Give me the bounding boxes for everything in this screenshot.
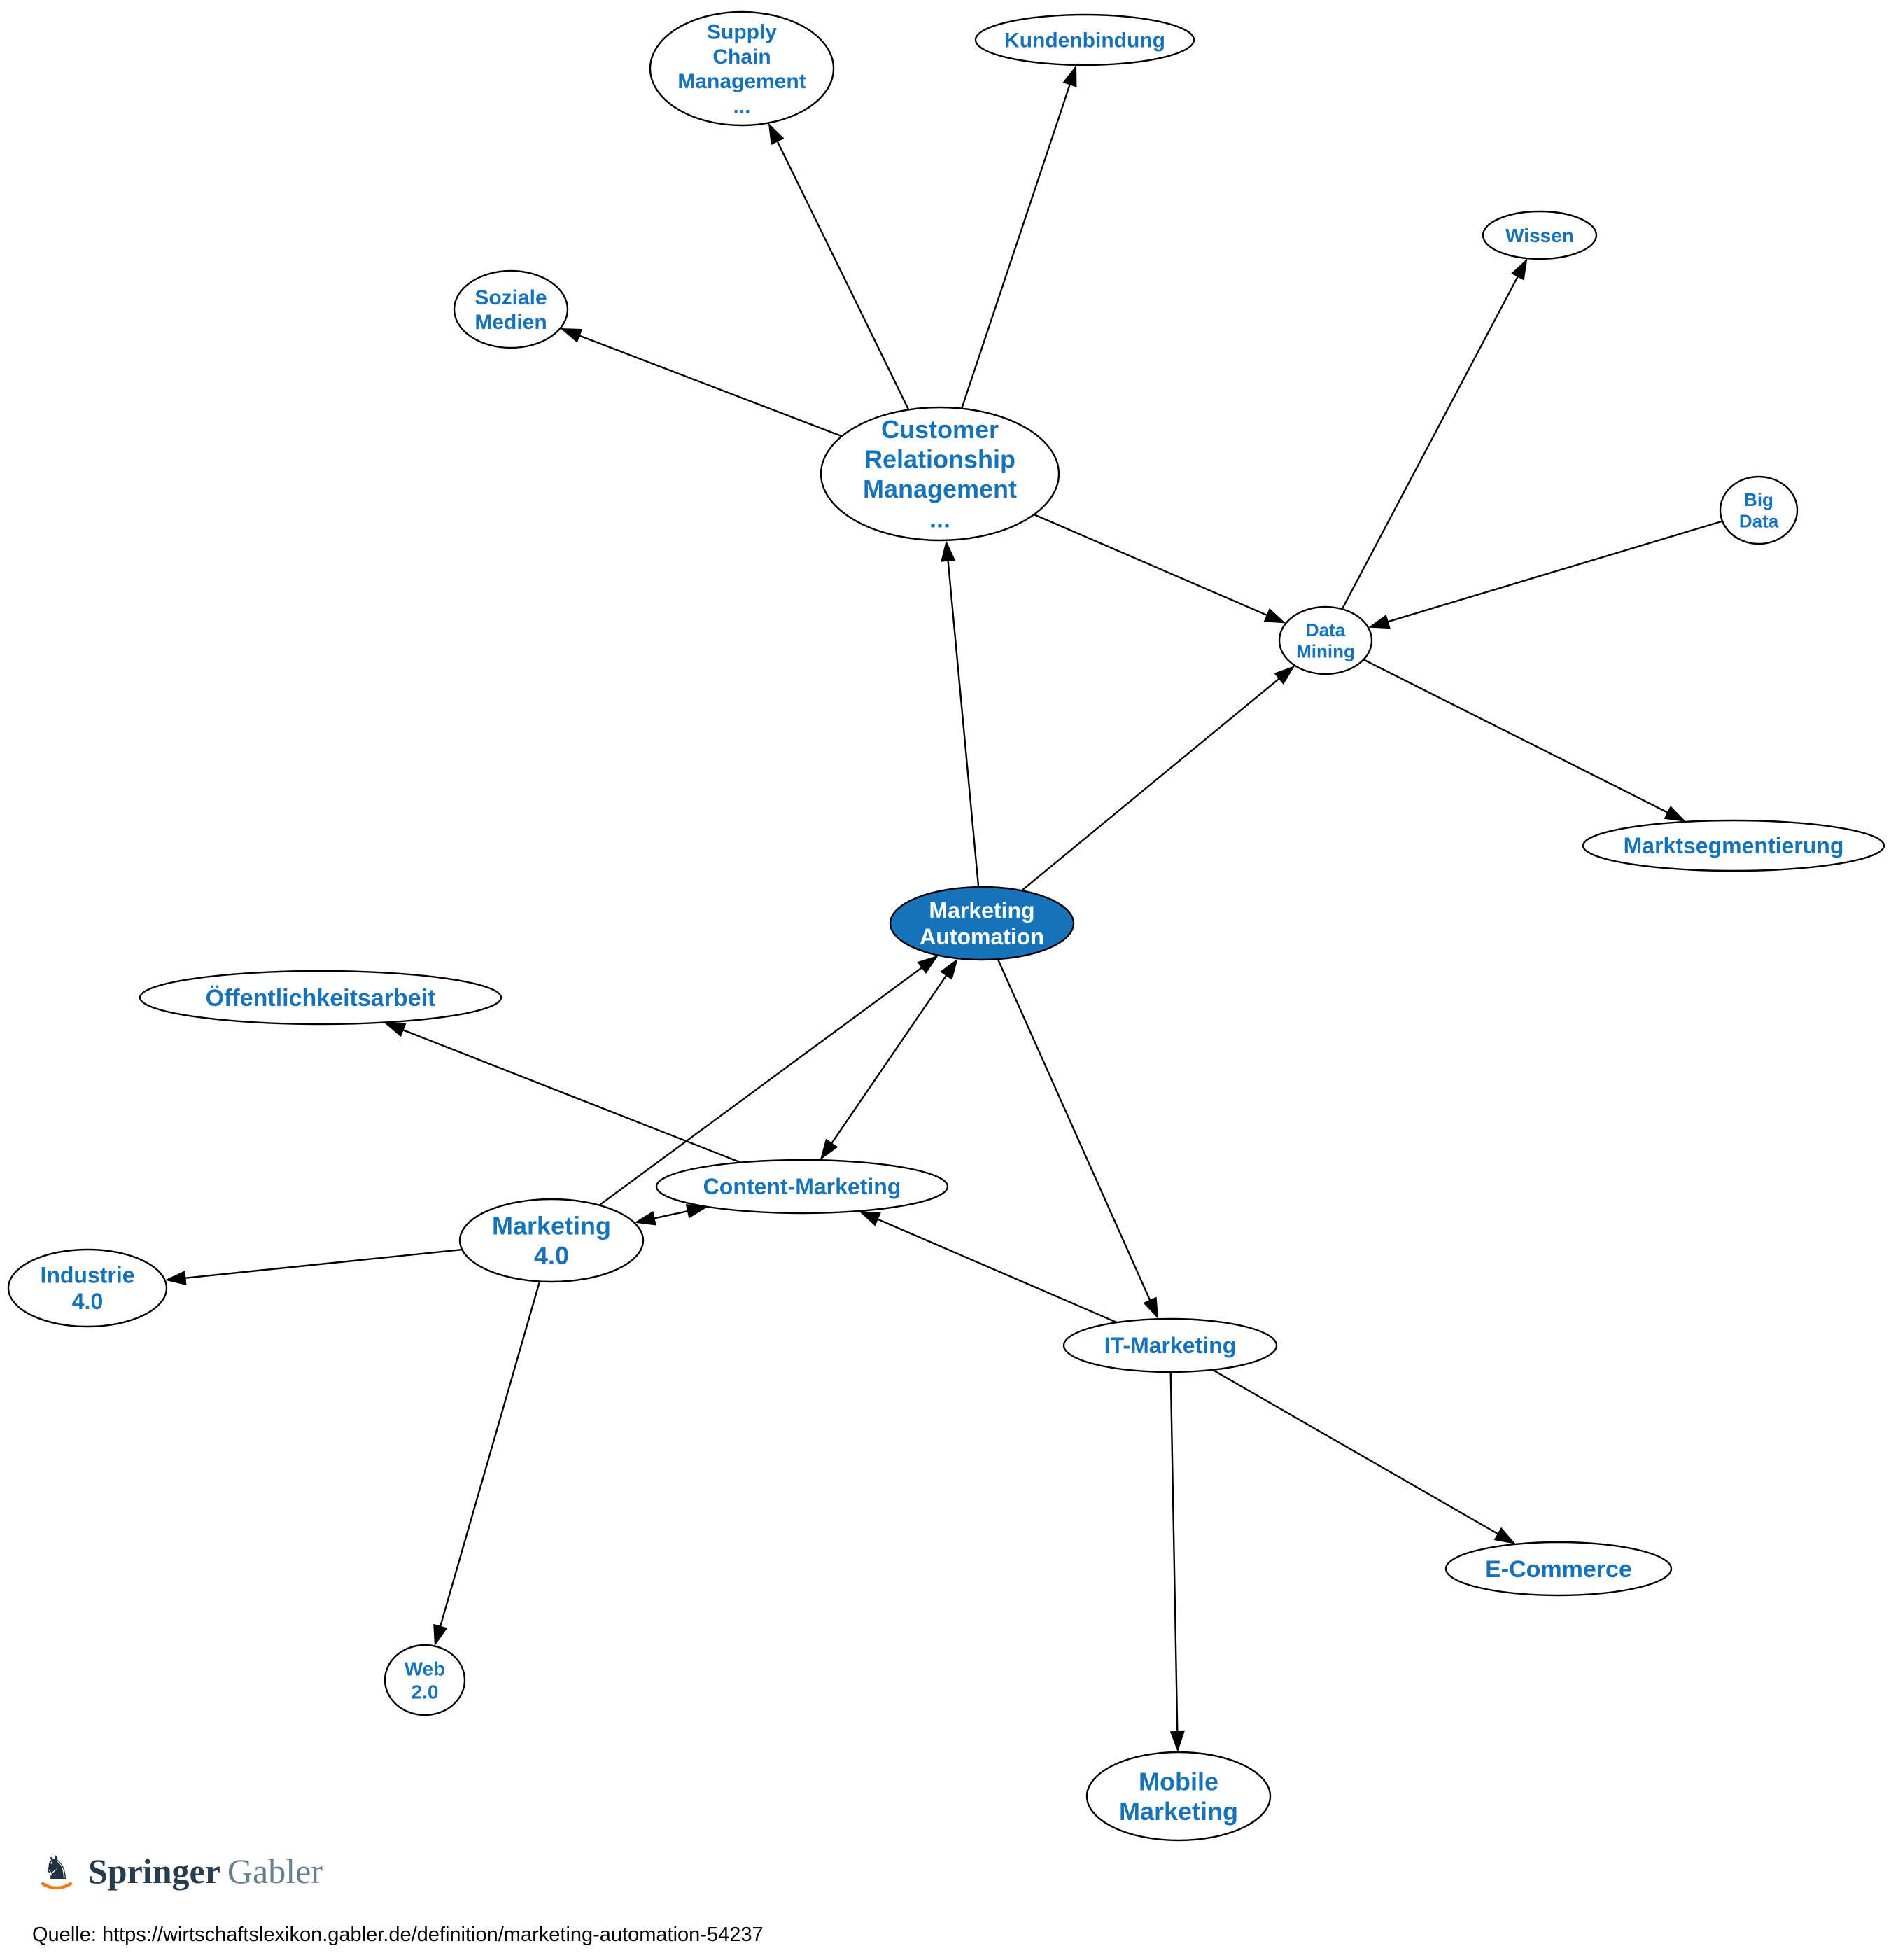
edge-crm-data-mining xyxy=(1034,513,1286,624)
edge-data-mining-marktsegmentierung xyxy=(1363,659,1687,822)
node-it-marketing[interactable]: IT-Marketing xyxy=(1062,1317,1278,1373)
edge-crm-soziale-medien xyxy=(560,328,843,438)
edge-crm-scm xyxy=(768,122,910,410)
node-label: Content-Marketing xyxy=(703,1174,901,1199)
edge-it-marketing-content-marketing xyxy=(859,1210,1118,1324)
edge-ma-content-marketing xyxy=(820,958,958,1161)
edge-data-mining-wissen xyxy=(1341,258,1528,610)
node-kundenbindung[interactable]: Kundenbindung xyxy=(974,13,1195,66)
edge-it-marketing-e-commerce xyxy=(1212,1368,1516,1544)
node-oeffentlichkeitsarbeit[interactable]: Öffentlichkeitsarbeit xyxy=(139,969,502,1026)
node-label: E-Commerce xyxy=(1485,1556,1632,1583)
brand-springer: Springer xyxy=(88,1851,220,1891)
edge-ma-data-mining xyxy=(1021,665,1295,892)
edge-marketing-40-industrie-40 xyxy=(164,1248,463,1286)
node-label: Wissen xyxy=(1505,225,1574,246)
springer-horse-icon: ♞ xyxy=(41,1849,73,1890)
edge-ma-crm xyxy=(941,540,980,888)
node-wissen[interactable]: Wissen xyxy=(1482,210,1598,260)
edge-it-marketing-mobile-marketing xyxy=(1169,1371,1185,1753)
edge-marketing-40-web-20 xyxy=(433,1281,541,1646)
edge-ma-it-marketing xyxy=(997,958,1159,1320)
brand-gabler: Gabler xyxy=(227,1851,323,1891)
springer-horse-glyph: ♞ xyxy=(42,1849,71,1886)
node-label: Marktsegmentierung xyxy=(1624,833,1844,858)
springer-swoosh xyxy=(41,1882,73,1890)
edge-crm-kundenbindung xyxy=(961,64,1077,409)
source-url: Quelle: https://wirtschaftslexikon.gable… xyxy=(32,1924,764,1946)
footer-brand: ♞ Springer Gabler xyxy=(36,1849,323,1893)
edge-content-marketing-oeffentlichkeitsarbeit xyxy=(384,1022,741,1163)
edge-marketing-40-content-marketing xyxy=(634,1204,708,1226)
node-content-marketing[interactable]: Content-Marketing xyxy=(655,1158,949,1214)
node-marktsegmentierung[interactable]: Marktsegmentierung xyxy=(1582,819,1885,872)
node-e-commerce[interactable]: E-Commerce xyxy=(1444,1541,1673,1597)
edges-layer xyxy=(164,64,1723,1753)
node-label: IT-Marketing xyxy=(1104,1333,1236,1358)
node-label: Öffentlichkeitsarbeit xyxy=(206,985,436,1011)
edge-big-data-data-mining xyxy=(1368,520,1723,629)
node-label: Kundenbindung xyxy=(1004,29,1165,52)
edge-marketing-40-ma xyxy=(598,955,939,1206)
